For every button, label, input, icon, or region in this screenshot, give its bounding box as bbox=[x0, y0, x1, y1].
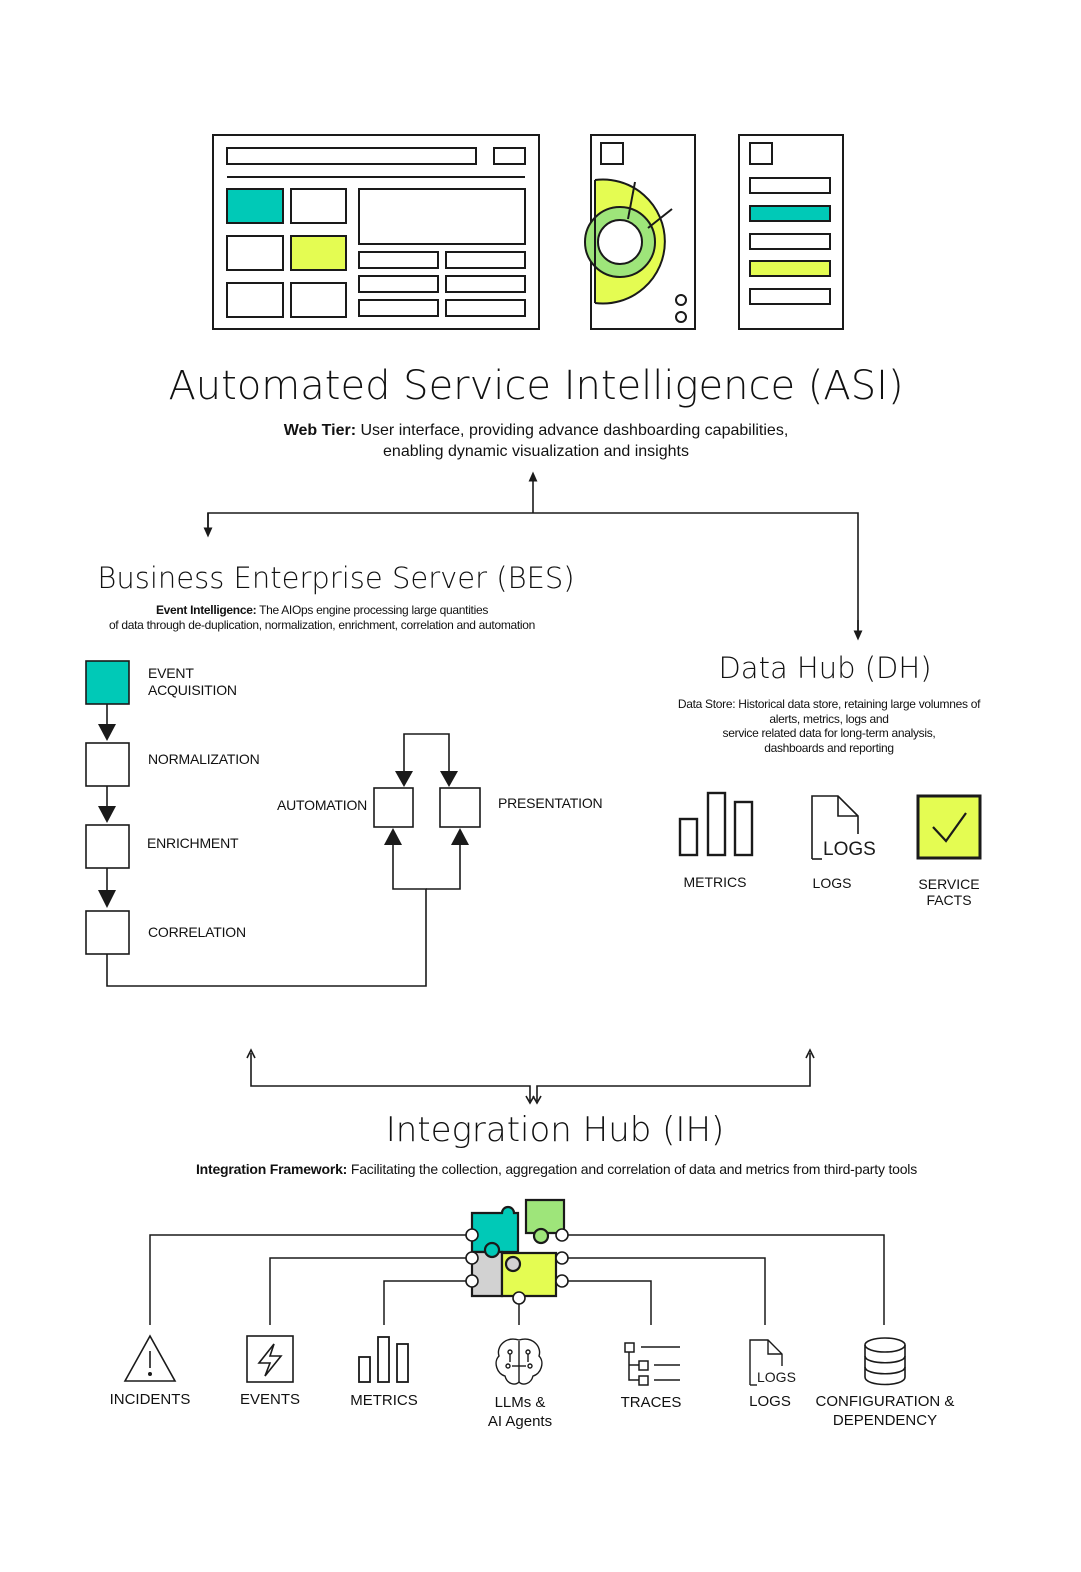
source-traces-label: TRACES bbox=[620, 1394, 682, 1411]
dh-logs-label: LOGS bbox=[812, 875, 852, 891]
asi-subtitle-line1: User interface, providing advance dashbo… bbox=[356, 422, 789, 439]
bes-subtitle-bold: Event Intelligence: bbox=[155, 603, 257, 617]
asi-subtitle-line2: enabling dynamic visualization and insig… bbox=[383, 443, 689, 460]
dh-logs-document-icon bbox=[811, 795, 859, 860]
step-presentation-label: PRESENTATION bbox=[498, 795, 603, 811]
step-automation-label: AUTOMATION bbox=[277, 797, 368, 813]
bes-arrowheads bbox=[98, 724, 469, 908]
service-facts-line1: SERVICE bbox=[918, 876, 980, 892]
asi-connector-lines bbox=[203, 471, 863, 641]
bes-title: Business Enterprise Server (BES) bbox=[97, 561, 575, 595]
asi-subtitle: Web Tier: User interface, providing adva… bbox=[0, 420, 1072, 462]
normalization-box bbox=[85, 742, 130, 787]
correlation-box bbox=[85, 910, 130, 955]
config-line1: CONFIGURATION & bbox=[815, 1393, 955, 1410]
ih-subtitle-rest: Facilitating the collection, aggregation… bbox=[347, 1161, 918, 1177]
asi-subtitle-bold: Web Tier: bbox=[283, 422, 357, 439]
source-incidents-label: INCIDENTS bbox=[109, 1391, 191, 1408]
dh-service-facts-label: SERVICE FACTS bbox=[899, 876, 999, 908]
step-normalization-label: NORMALIZATION bbox=[148, 751, 260, 767]
llm-line2: AI Agents bbox=[487, 1413, 553, 1430]
source-events-label: EVENTS bbox=[239, 1391, 300, 1408]
incidents-warning-icon bbox=[123, 1334, 177, 1382]
dh-logs-document-text: LOGS bbox=[823, 839, 876, 860]
configuration-database-icon bbox=[864, 1337, 906, 1386]
events-lightning-icon bbox=[246, 1335, 294, 1383]
dh-subtitle: Data Store: Historical data store, retai… bbox=[640, 697, 1018, 756]
ih-metrics-icon bbox=[358, 1336, 409, 1383]
ih-logs-document-text: LOGS bbox=[757, 1369, 796, 1385]
ih-title: Integration Hub (IH) bbox=[385, 1110, 725, 1150]
ih-subtitle-bold: Integration Framework: bbox=[195, 1161, 348, 1177]
llm-line1: LLMs & bbox=[494, 1394, 546, 1411]
traces-tree-icon bbox=[624, 1342, 680, 1386]
source-llm-agents-label: LLMs & AI Agents bbox=[460, 1393, 580, 1431]
dh-subtitle-line3: service related data for long-term analy… bbox=[722, 726, 936, 741]
automation-box bbox=[373, 787, 414, 828]
event-acquisition-box bbox=[85, 660, 130, 705]
dh-metrics-label: METRICS bbox=[683, 874, 747, 890]
ih-subtitle: Integration Framework: Facilitating the … bbox=[0, 1160, 1081, 1178]
donut-chart-panel-icon bbox=[584, 134, 696, 330]
step-correlation-label: CORRELATION bbox=[148, 924, 246, 940]
dh-subtitle-line2: alerts, metrics, logs and bbox=[769, 711, 889, 726]
dashboard-wireframe-icon bbox=[212, 134, 540, 330]
dh-metrics-icon bbox=[678, 791, 754, 857]
dh-service-facts-check-icon bbox=[916, 794, 982, 860]
step-event-line2: ACQUISITION bbox=[148, 682, 237, 698]
bes-flow-arrows bbox=[106, 704, 461, 987]
dh-subtitle-line4: dashboards and reporting bbox=[764, 741, 894, 756]
step-event-line1: EVENT bbox=[148, 665, 194, 681]
bes-subtitle-line2: of data through de-duplication, normaliz… bbox=[108, 618, 536, 632]
bes-subtitle-line1: The AIOps engine processing large quanti… bbox=[256, 603, 489, 617]
list-panel-icon bbox=[738, 134, 844, 330]
source-configuration-label: CONFIGURATION & DEPENDENCY bbox=[805, 1392, 965, 1430]
bes-subtitle: Event Intelligence: The AIOps engine pro… bbox=[0, 603, 644, 633]
bes-flow-boxes bbox=[85, 660, 481, 955]
dh-subtitle-line1: Data Store: Historical data store, retai… bbox=[677, 697, 981, 711]
integration-puzzle-icon bbox=[465, 1198, 569, 1305]
enrichment-box bbox=[85, 824, 130, 869]
ih-logs-document-icon bbox=[749, 1339, 783, 1386]
ih-connector-lines bbox=[246, 1048, 815, 1105]
asi-title: Automated Service Intelligence (ASI) bbox=[168, 363, 904, 409]
presentation-box bbox=[439, 787, 481, 828]
ai-brain-icon bbox=[495, 1338, 543, 1385]
source-logs-label: LOGS bbox=[749, 1393, 791, 1410]
step-enrichment-label: ENRICHMENT bbox=[147, 835, 239, 851]
step-event-acquisition-label: EVENT ACQUISITION bbox=[148, 665, 237, 699]
dh-title: Data Hub (DH) bbox=[718, 651, 932, 685]
source-metrics-label: METRICS bbox=[350, 1392, 418, 1409]
config-line2: DEPENDENCY bbox=[832, 1412, 938, 1429]
service-facts-line2: FACTS bbox=[926, 892, 972, 908]
